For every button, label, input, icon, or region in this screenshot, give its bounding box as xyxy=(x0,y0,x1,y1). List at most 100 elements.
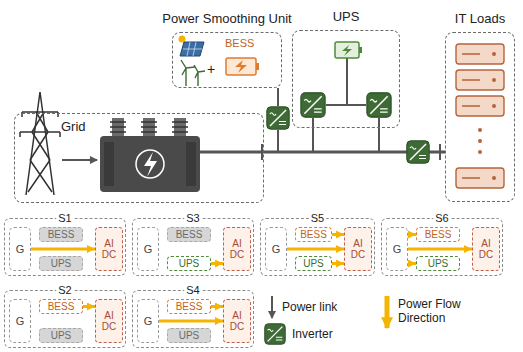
power-smoothing-box: Power Smoothing UnitBESS+ xyxy=(172,32,282,88)
bess-box: BESS xyxy=(167,227,211,242)
grid-source-box: G xyxy=(9,227,31,271)
node-label: UPS xyxy=(333,10,360,25)
node-label: BESS xyxy=(48,229,75,241)
ups-box: UPS xyxy=(167,328,211,343)
power-flow-arrow xyxy=(332,262,344,265)
node-label: S3 xyxy=(184,211,201,225)
node-label: UPS xyxy=(51,258,72,270)
node-label: Power Smoothing Unit xyxy=(162,12,291,27)
ups-box: UPS xyxy=(167,256,211,271)
node-label: S4 xyxy=(184,283,201,297)
solar-panel-icon xyxy=(179,36,205,57)
node-label: S6 xyxy=(433,211,450,225)
grid-source-box: G xyxy=(386,227,408,271)
power-flow-arrow xyxy=(332,233,344,236)
node-label: AI DC xyxy=(347,238,369,261)
grid-source-box: G xyxy=(9,299,31,343)
legend-label: Inverter xyxy=(292,327,362,341)
grid-source-box: G xyxy=(137,299,159,343)
grid-source-box: G xyxy=(137,227,159,271)
node-label: S2 xyxy=(56,283,73,297)
power-flow-arrow xyxy=(211,305,223,308)
battery-icon xyxy=(335,42,362,58)
grid-source-box: G xyxy=(265,227,287,271)
node-label: UPS xyxy=(303,258,324,270)
node-label: UPS xyxy=(51,330,72,342)
bess-box: BESS xyxy=(167,299,211,314)
node-label: G xyxy=(144,243,153,256)
legend-inverter-sample xyxy=(265,324,286,345)
it-loads-box: IT Loads xyxy=(445,32,515,202)
ups-box: UPS xyxy=(416,256,460,271)
ups-box: UPS xyxy=(39,328,83,343)
inverter-icon xyxy=(367,93,391,117)
node-label: BESS xyxy=(425,229,452,241)
node-label: S1 xyxy=(56,211,73,225)
node-label: AI DC xyxy=(475,238,497,261)
bess-box: BESS xyxy=(39,227,83,242)
node-label: G xyxy=(393,243,402,256)
ai-dc-box: AI DC xyxy=(223,299,251,343)
power-flow-arrow xyxy=(408,248,472,251)
node-label: UPS xyxy=(179,258,200,270)
legend-power-link-sample xyxy=(271,296,273,318)
node-label: AI DC xyxy=(226,238,248,261)
inverter-icon xyxy=(407,141,429,163)
node-label: UPS xyxy=(179,330,200,342)
legend-label: Power Flow Direction xyxy=(398,297,498,326)
transformer-icon xyxy=(100,118,200,192)
node-label: G xyxy=(16,243,25,256)
ai-dc-box: AI DC xyxy=(344,227,372,271)
node-label: AI DC xyxy=(98,310,120,333)
server-icon xyxy=(456,44,504,188)
legend-label: Power link xyxy=(282,300,362,314)
ups-box: UPS xyxy=(295,256,332,271)
ups-box: UPS xyxy=(292,30,400,128)
node-label: Grid xyxy=(61,120,86,135)
node-label: BESS xyxy=(48,301,75,313)
ai-dc-box: AI DC xyxy=(472,227,500,271)
power-flow-arrow xyxy=(408,262,416,265)
scenario-panel: S3GBESSUPSAI DC xyxy=(132,218,254,276)
tower-icon xyxy=(20,92,60,195)
inverter-icon xyxy=(301,93,325,117)
node-label: G xyxy=(272,243,281,256)
legend-flow-sample xyxy=(385,296,390,328)
power-flow-arrow xyxy=(31,248,95,251)
bess-box: BESS xyxy=(39,299,83,314)
power-flow-arrow xyxy=(83,305,95,308)
node-label: UPS xyxy=(428,258,449,270)
ai-dc-box: AI DC xyxy=(95,227,123,271)
node-label: BESS xyxy=(176,229,203,241)
node-label: BESS xyxy=(176,301,203,313)
battery-icon xyxy=(226,58,259,75)
node-label: G xyxy=(16,315,25,328)
power-link xyxy=(62,159,97,161)
node-label: AI DC xyxy=(226,310,248,333)
scenario-panel: S6GBESSUPSAI DC xyxy=(381,218,503,276)
node-label: AI DC xyxy=(98,238,120,261)
power-flow-arrow xyxy=(211,262,223,265)
inverter-icon xyxy=(267,107,289,129)
ellipsis-dots xyxy=(478,52,496,180)
ai-dc-box: AI DC xyxy=(223,227,251,271)
ups-box: UPS xyxy=(39,256,83,271)
power-flow-arrow xyxy=(408,233,416,236)
scenario-panel: S2GBESSUPSAI DC xyxy=(4,290,126,348)
node-label: BESS xyxy=(300,229,327,241)
grid-box: Grid xyxy=(14,113,264,203)
scenario-panel: S1GBESSUPSAI DC xyxy=(4,218,126,276)
bess-box: BESS xyxy=(416,227,460,242)
scenario-panel: S5GBESSUPSAI DC xyxy=(260,218,375,276)
node-body-text: BESS xyxy=(225,37,254,50)
bess-box: BESS xyxy=(295,227,332,242)
node-label: IT Loads xyxy=(455,12,505,27)
power-flow-arrow xyxy=(287,248,344,251)
ai-dc-box: AI DC xyxy=(95,299,123,343)
node-label: G xyxy=(144,315,153,328)
wind-turbine-icon xyxy=(181,60,205,86)
scenario-panel: S4GBESSUPSAI DC xyxy=(132,290,254,348)
node-body-text: + xyxy=(207,61,215,77)
node-label: S5 xyxy=(309,211,326,225)
